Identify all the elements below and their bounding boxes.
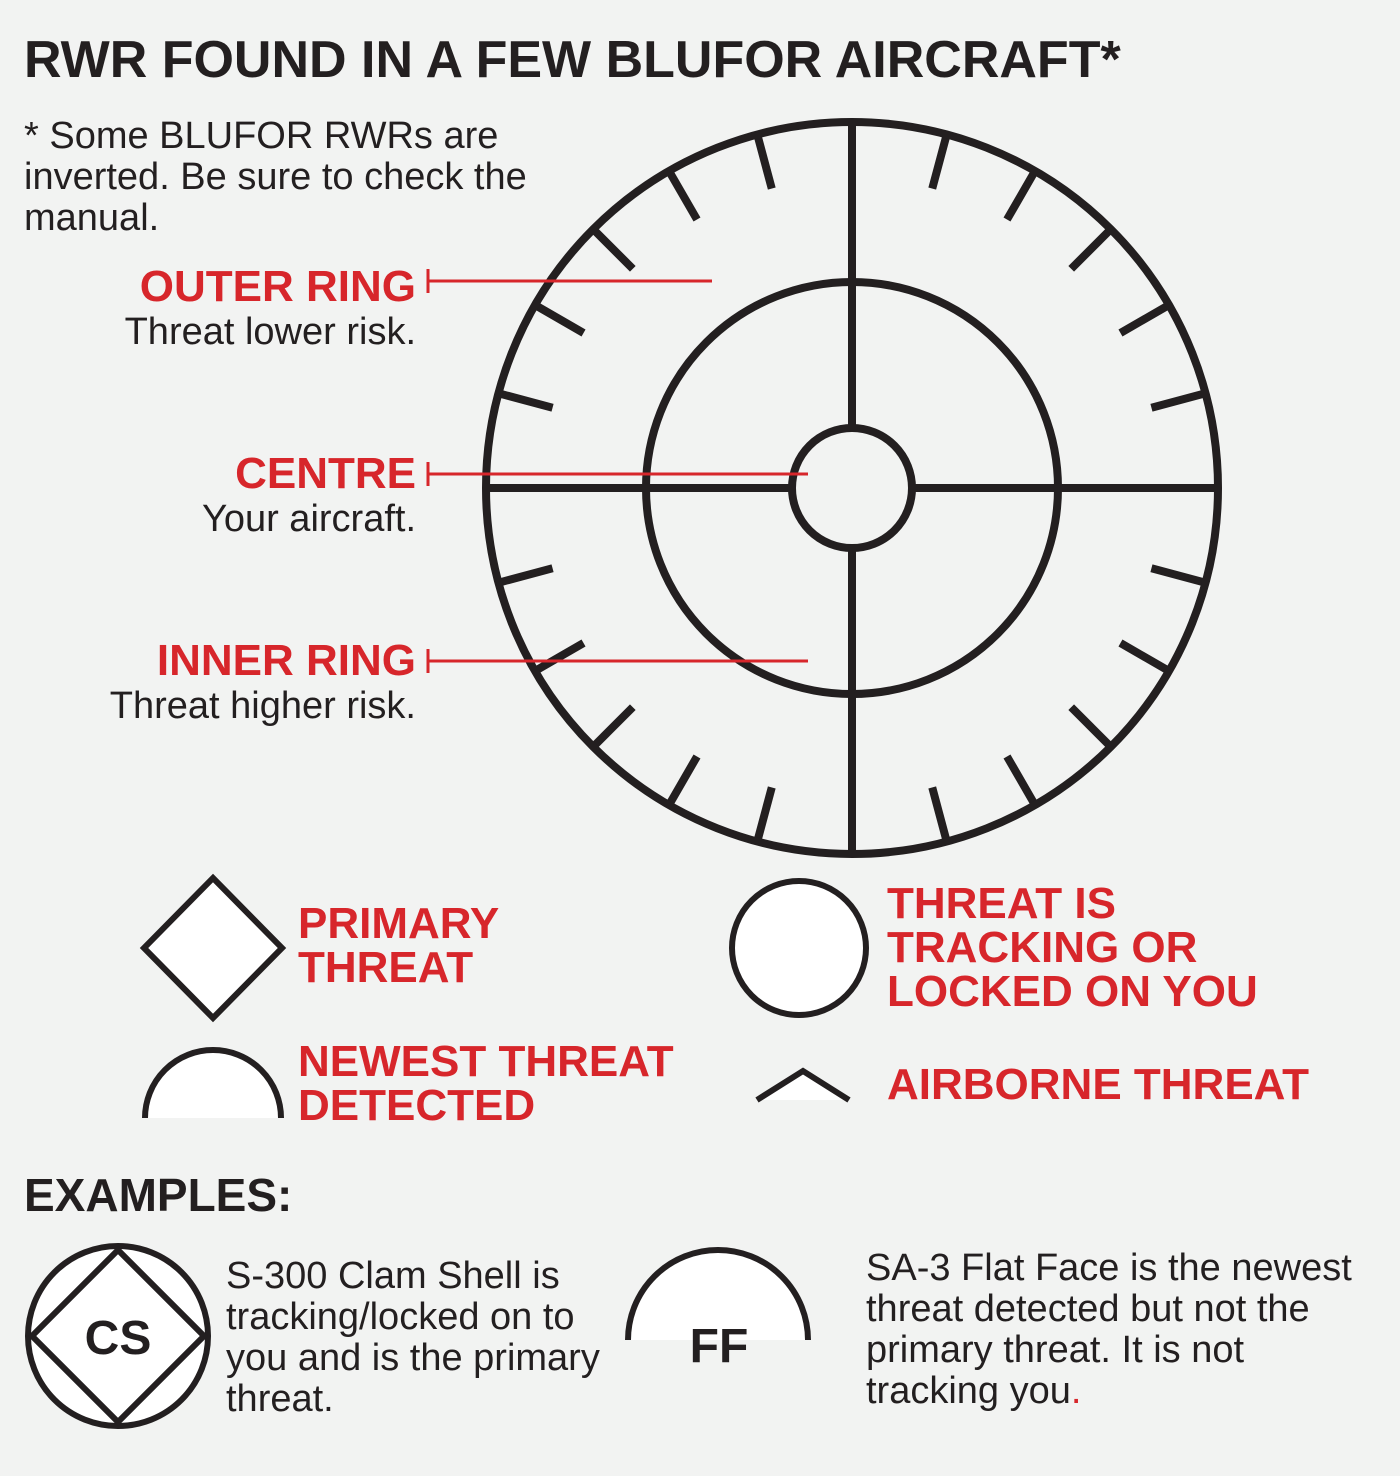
example-ff-body: SA-3 Flat Face is the newest threat dete…	[866, 1247, 1352, 1412]
outer-ring-heading: OUTER RING	[139, 262, 416, 311]
centre-label: CENTRE Your aircraft.	[202, 451, 416, 541]
legend-airborne-threat: AIRBORNE THREAT	[887, 1060, 1310, 1109]
ff-half-circle-icon	[625, 1247, 811, 1341]
scope-tick	[1118, 301, 1171, 337]
centre-heading: CENTRE	[235, 449, 416, 498]
example-symbols: CS FF	[25, 1243, 811, 1429]
page-title: RWR FOUND IN A FEW BLUFOR AIRCRAFT*	[24, 31, 1121, 89]
cs-diamond-icon	[27, 1245, 209, 1427]
inversion-note: * Some BLUFOR RWRs are inverted. Be sure…	[24, 115, 527, 239]
scope-tick	[1003, 169, 1039, 222]
circle-icon	[729, 878, 869, 1018]
example-cs-text: S-300 Clam Shell is tracking/locked on t…	[226, 1255, 600, 1420]
scope-tick	[928, 786, 951, 843]
scope-ticks	[497, 133, 1207, 843]
scope-tick	[1068, 704, 1114, 750]
scope-tick	[753, 786, 776, 843]
scope-tick	[533, 301, 586, 337]
legend-primary-threat: PRIMARY THREAT	[298, 899, 500, 992]
scope-tick	[497, 564, 554, 587]
scope-tick	[1150, 564, 1207, 587]
examples-heading: EXAMPLES:	[24, 1169, 293, 1221]
example-ff-trailing: .	[1070, 1370, 1082, 1412]
scope-tick	[1150, 389, 1207, 412]
outer-ring-desc: Threat lower risk.	[124, 311, 416, 353]
scope-tick	[1118, 639, 1171, 675]
centre-desc: Your aircraft.	[201, 498, 416, 540]
scope-tick	[665, 754, 701, 807]
inner-ring-label: INNER RING Threat higher risk.	[110, 638, 416, 728]
example-ff-text: SA-3 Flat Face is the newest threat dete…	[866, 1248, 1366, 1412]
inner-ring-desc: Threat higher risk.	[109, 685, 416, 727]
ff-symbol: FF	[690, 1320, 749, 1373]
scope-tick	[1003, 754, 1039, 807]
cs-symbol: CS	[85, 1312, 152, 1365]
scope-tick	[753, 133, 776, 190]
inner-ring-heading: INNER RING	[156, 636, 416, 685]
scope-tick	[533, 639, 586, 675]
scope-tick	[590, 704, 636, 750]
scope-tick	[497, 389, 554, 412]
scope-tick	[665, 169, 701, 222]
legend-newest-threat: NEWEST THREAT DETECTED	[298, 1037, 674, 1130]
legend-symbols	[139, 873, 869, 1119]
outer-ring-label: OUTER RING Threat lower risk.	[125, 264, 416, 354]
scope-tick	[590, 226, 636, 272]
scope-tick	[928, 133, 951, 190]
centre-ring	[788, 424, 916, 552]
diamond-icon	[139, 873, 287, 1023]
legend-tracking-threat: THREAT IS TRACKING OR LOCKED ON YOU	[887, 879, 1258, 1016]
half-circle-icon	[142, 1047, 284, 1119]
chevron-up-icon	[757, 1071, 849, 1100]
scope-tick	[1068, 226, 1114, 272]
